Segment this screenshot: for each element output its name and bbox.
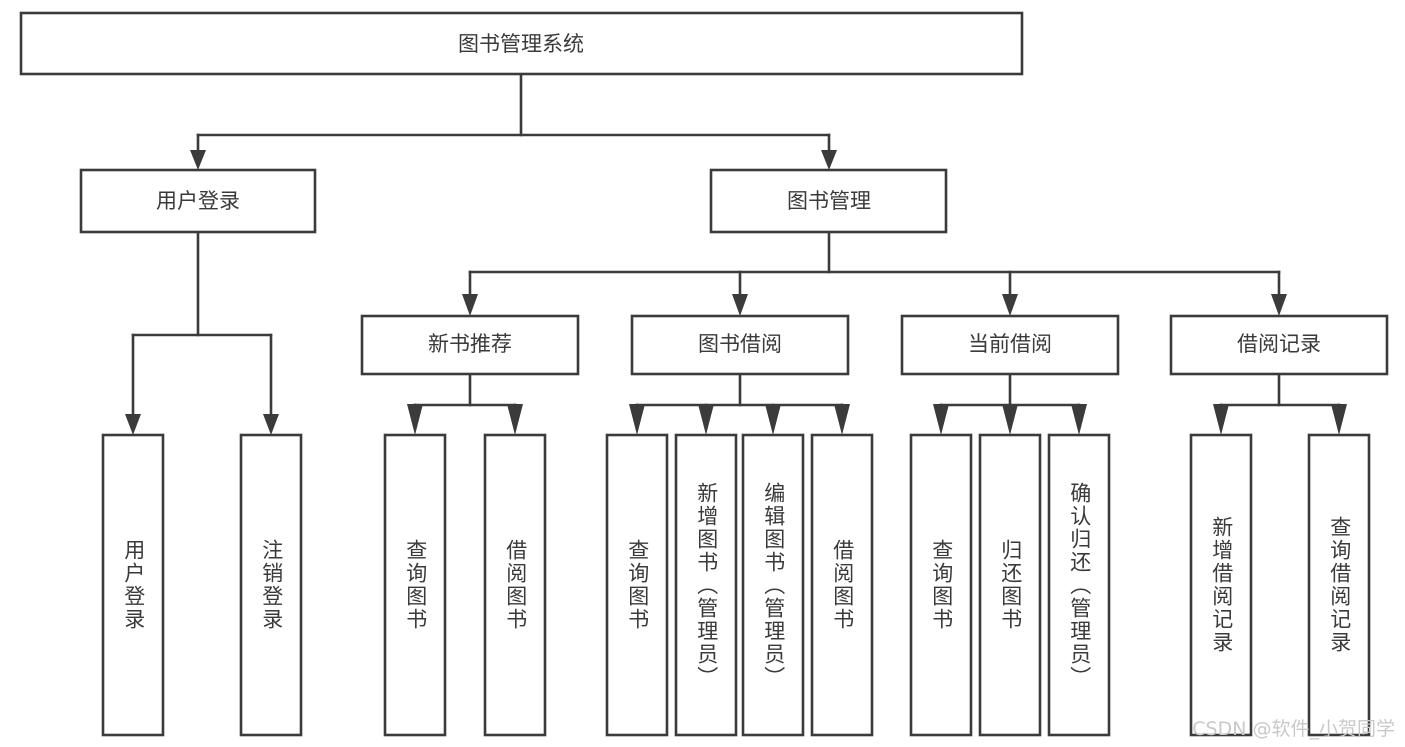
node-current-borrow[interactable]: 当前借阅 [900, 314, 1120, 376]
arrow-head-icon [1071, 404, 1087, 435]
node-box-shape [383, 433, 447, 737]
leaf-node-currentborrow-confirm[interactable] [1047, 433, 1111, 737]
node-book-borrow[interactable]: 图书借阅 [630, 314, 850, 376]
connector-bookmgmt-to-level3 [462, 231, 1287, 316]
node-label: 用户登录 [156, 189, 240, 213]
leaf-label-borrowrecord-query: 查询借阅记录 [1327, 516, 1352, 654]
node-label: 图书管理 [787, 189, 871, 213]
leaf-label-currentborrow-confirm: 确认归还（管理员） [1067, 481, 1092, 689]
arrow-head-icon [462, 294, 478, 316]
leaf-node-bookborrow-borrow[interactable] [810, 433, 874, 737]
node-box-shape [900, 314, 1120, 376]
node-box-shape [101, 433, 165, 737]
node-box-shape [605, 433, 669, 737]
csdn-watermark: CSDN @软件_小贺同学 [1192, 718, 1395, 740]
leaf-label-borrowrecord-add: 新增借阅记录 [1209, 516, 1234, 654]
leaf-label-newbook-borrow: 借阅图书 [503, 539, 528, 631]
leaf-label-bookborrow-edit: 编辑图书（管理员） [761, 481, 786, 689]
arrow-head-icon [834, 404, 850, 435]
arrow-head-icon [407, 404, 423, 435]
node-label: 图书借阅 [698, 332, 782, 356]
node-box-shape [709, 168, 948, 234]
node-box-shape [360, 314, 580, 376]
node-new-book-recommend[interactable]: 新书推荐 [360, 314, 580, 376]
arrow-head-icon [629, 404, 645, 435]
arrow-head-icon [1271, 294, 1287, 316]
leaf-node-newbook-query[interactable] [383, 433, 447, 737]
leaf-node-bookborrow-add[interactable] [674, 433, 738, 737]
arrow-head-icon [1213, 404, 1229, 435]
connector-newbook-to-leaves [407, 372, 523, 435]
connector-userlogin-to-leaves [125, 231, 279, 435]
leaf-node-user-login-logout[interactable] [239, 433, 303, 737]
connector-currentborrow-to-leaves [933, 372, 1087, 435]
node-borrow-record[interactable]: 借阅记录 [1169, 314, 1389, 376]
node-box-shape [239, 433, 303, 737]
node-label: 借阅记录 [1237, 332, 1321, 356]
arrow-head-icon [507, 404, 523, 435]
node-box-shape [909, 433, 973, 737]
connector-root-to-level2 [190, 72, 837, 170]
arrow-head-icon [698, 404, 714, 435]
node-box-shape [630, 314, 850, 376]
node-box-shape [978, 433, 1042, 737]
node-box-shape [1047, 433, 1111, 737]
leaf-node-user-login-login[interactable] [101, 433, 165, 737]
node-label: 当前借阅 [968, 332, 1052, 356]
node-box-shape [1307, 433, 1371, 737]
node-label: 新书推荐 [428, 332, 512, 356]
leaf-node-borrowrecord-add[interactable] [1189, 433, 1253, 737]
arrow-head-icon [765, 404, 781, 435]
node-root-system[interactable]: 图书管理系统 [19, 11, 1024, 76]
leaf-node-borrowrecord-query[interactable] [1307, 433, 1371, 737]
leaf-label-user-login-logout: 注销登录 [259, 539, 284, 631]
arrow-head-icon [125, 414, 141, 435]
node-box-shape [79, 168, 317, 234]
arrow-head-icon [263, 414, 279, 435]
node-label: 图书管理系统 [458, 32, 584, 56]
leaf-label-bookborrow-query: 查询图书 [625, 539, 650, 631]
node-book-management[interactable]: 图书管理 [709, 168, 948, 234]
leaf-node-bookborrow-edit[interactable] [741, 433, 805, 737]
node-box-shape [810, 433, 874, 737]
arrow-head-icon [732, 294, 748, 316]
node-user-login[interactable]: 用户登录 [79, 168, 317, 234]
arrow-head-icon [1331, 404, 1347, 435]
leaf-node-currentborrow-return[interactable] [978, 433, 1042, 737]
node-box-shape [1189, 433, 1253, 737]
node-box-shape [1169, 314, 1389, 376]
leaf-label-currentborrow-query: 查询图书 [929, 539, 954, 631]
leaf-node-bookborrow-query[interactable] [605, 433, 669, 737]
node-box-shape [19, 11, 1024, 76]
leaf-label-user-login-login: 用户登录 [121, 539, 146, 631]
leaf-label-currentborrow-return: 归还图书 [998, 539, 1023, 631]
leaf-label-newbook-query: 查询图书 [403, 539, 428, 631]
arrow-head-icon [1002, 404, 1018, 435]
node-box-shape [483, 433, 547, 737]
arrow-head-icon [933, 404, 949, 435]
arrow-head-icon [1002, 294, 1018, 316]
connector-bookborrow-to-leaves [629, 372, 850, 435]
leaf-node-newbook-borrow[interactable] [483, 433, 547, 737]
node-box-shape [674, 433, 738, 737]
arrow-head-icon [821, 150, 837, 170]
leaf-label-bookborrow-borrow: 借阅图书 [830, 539, 855, 631]
leaf-label-bookborrow-add: 新增图书（管理员） [694, 481, 719, 689]
connector-borrowrecord-to-leaves [1213, 372, 1347, 435]
leaf-node-currentborrow-query[interactable] [909, 433, 973, 737]
node-box-shape [741, 433, 805, 737]
arrow-head-icon [190, 150, 206, 170]
